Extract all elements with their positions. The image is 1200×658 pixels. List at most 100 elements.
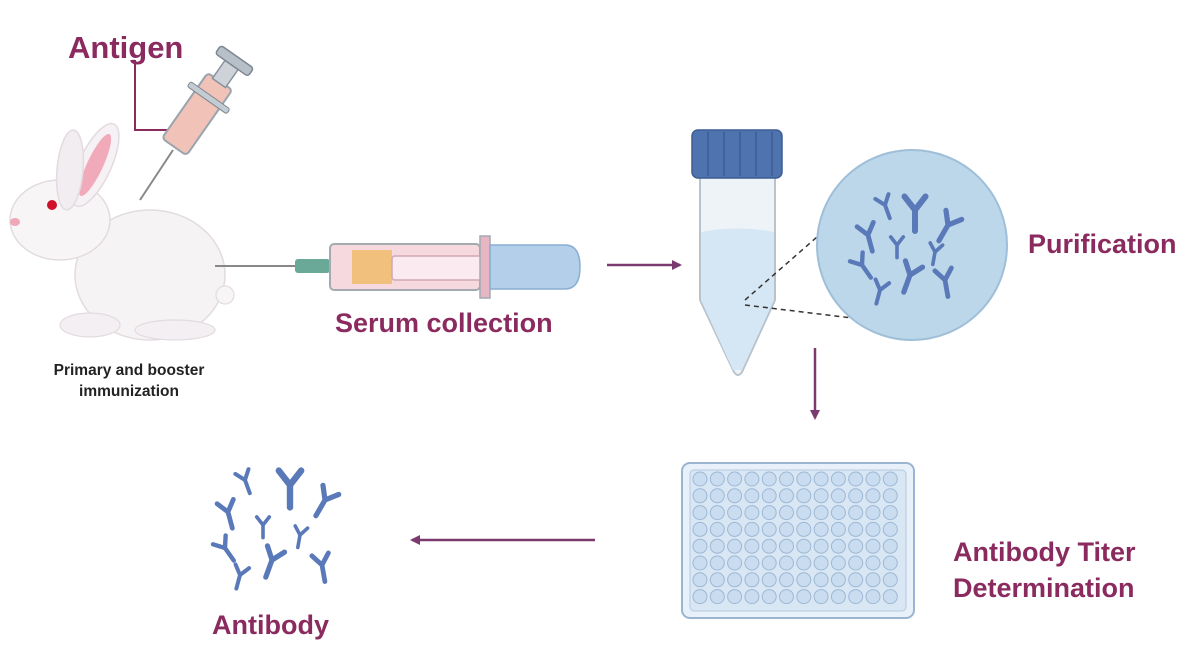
- plate-well: [830, 555, 846, 571]
- immunization-label-line2: immunization: [79, 383, 179, 400]
- plate-well: [813, 521, 829, 537]
- rabbit-illustration: [9, 122, 235, 341]
- plate-well: [848, 521, 864, 537]
- plate-well: [761, 538, 777, 554]
- serum-collection-tube: [215, 235, 581, 299]
- plate-well: [779, 471, 794, 487]
- plate-well: [882, 505, 898, 521]
- plate-well: [709, 488, 725, 504]
- plate-well: [848, 589, 864, 605]
- plate-well: [796, 572, 812, 588]
- plate-well: [692, 505, 708, 521]
- plate-well: [813, 589, 829, 605]
- rabbit-eye: [47, 200, 57, 210]
- plate-well: [848, 471, 864, 487]
- plate-well: [744, 505, 760, 521]
- plate-well: [692, 555, 708, 571]
- titer-determination-label: Antibody Titer Determination: [953, 534, 1193, 606]
- plate-well: [865, 572, 881, 588]
- plate-well: [779, 572, 794, 588]
- plate-well: [830, 538, 846, 554]
- antibody-label: Antibody: [212, 610, 329, 640]
- plate-well: [727, 538, 743, 554]
- titer-label-line1: Antibody Titer: [953, 537, 1136, 567]
- plate-well: [848, 555, 864, 571]
- plate-well: [830, 471, 846, 487]
- immunization-label: Primary and booster immunization: [24, 360, 234, 402]
- plate-well: [830, 521, 846, 537]
- plate-well: [882, 572, 898, 588]
- plate-well: [744, 471, 760, 487]
- plate-well: [761, 572, 777, 588]
- plate-well: [813, 572, 829, 588]
- plate-well: [796, 589, 812, 605]
- plate-well: [830, 505, 846, 521]
- antibody-cluster: [213, 467, 339, 593]
- plate-well: [882, 471, 898, 487]
- plate-well: [813, 471, 829, 487]
- plate-well: [848, 505, 864, 521]
- plate-well: [882, 589, 898, 605]
- plate-well: [744, 589, 760, 605]
- plate-well: [727, 572, 743, 588]
- plate-well: [813, 505, 829, 521]
- plate-well: [744, 538, 760, 554]
- plate-well: [813, 555, 829, 571]
- plate-well: [796, 505, 812, 521]
- plate-well: [865, 505, 881, 521]
- plate-well: [709, 572, 725, 588]
- plate-well: [848, 488, 864, 504]
- titer-label-line2: Determination: [953, 573, 1135, 603]
- plate-well: [865, 521, 881, 537]
- plate-well: [744, 521, 760, 537]
- plate-well: [796, 538, 812, 554]
- plate-well: [744, 488, 760, 504]
- plate-well: [761, 521, 777, 537]
- plate-well: [882, 488, 898, 504]
- plate-well: [796, 488, 812, 504]
- plate-well: [779, 538, 794, 554]
- centrifuge-tube: [691, 129, 783, 376]
- plate-well: [761, 555, 777, 571]
- plate-well: [692, 488, 708, 504]
- plate-well: [796, 521, 812, 537]
- plate-well: [761, 471, 777, 487]
- plate-well: [727, 505, 743, 521]
- plate-well: [813, 488, 829, 504]
- immunization-label-line1: Primary and booster: [53, 362, 205, 379]
- plate-well: [727, 488, 743, 504]
- serum-collection-label: Serum collection: [335, 308, 553, 338]
- antigen-label: Antigen: [68, 30, 184, 65]
- plate-well: [848, 572, 864, 588]
- plate-well: [882, 555, 898, 571]
- plate-well: [865, 555, 881, 571]
- plate-well: [779, 521, 794, 537]
- plate-well: [692, 538, 708, 554]
- plate-well: [848, 538, 864, 554]
- plate-well: [796, 555, 812, 571]
- purification-label: Purification: [1028, 229, 1177, 259]
- plate-well: [727, 589, 743, 605]
- plate-well: [692, 471, 708, 487]
- plate-well: [865, 538, 881, 554]
- plate-well: [882, 538, 898, 554]
- plate-well: [779, 488, 794, 504]
- plate-well: [830, 572, 846, 588]
- plate-well: [727, 555, 743, 571]
- plate-well: [709, 538, 725, 554]
- plate-well: [779, 589, 794, 605]
- plate-well: [692, 589, 708, 605]
- plate-well: [761, 488, 777, 504]
- plate-well: [692, 572, 708, 588]
- plate-well: [761, 505, 777, 521]
- plate-well: [865, 471, 881, 487]
- plate-well: [727, 521, 743, 537]
- plate-well: [744, 555, 760, 571]
- plate-well: [882, 521, 898, 537]
- purification-magnified-circle: [816, 149, 1008, 341]
- plate-well: [744, 572, 760, 588]
- plate-well: [692, 521, 708, 537]
- plate-well: [830, 589, 846, 605]
- well-plate: [681, 462, 915, 619]
